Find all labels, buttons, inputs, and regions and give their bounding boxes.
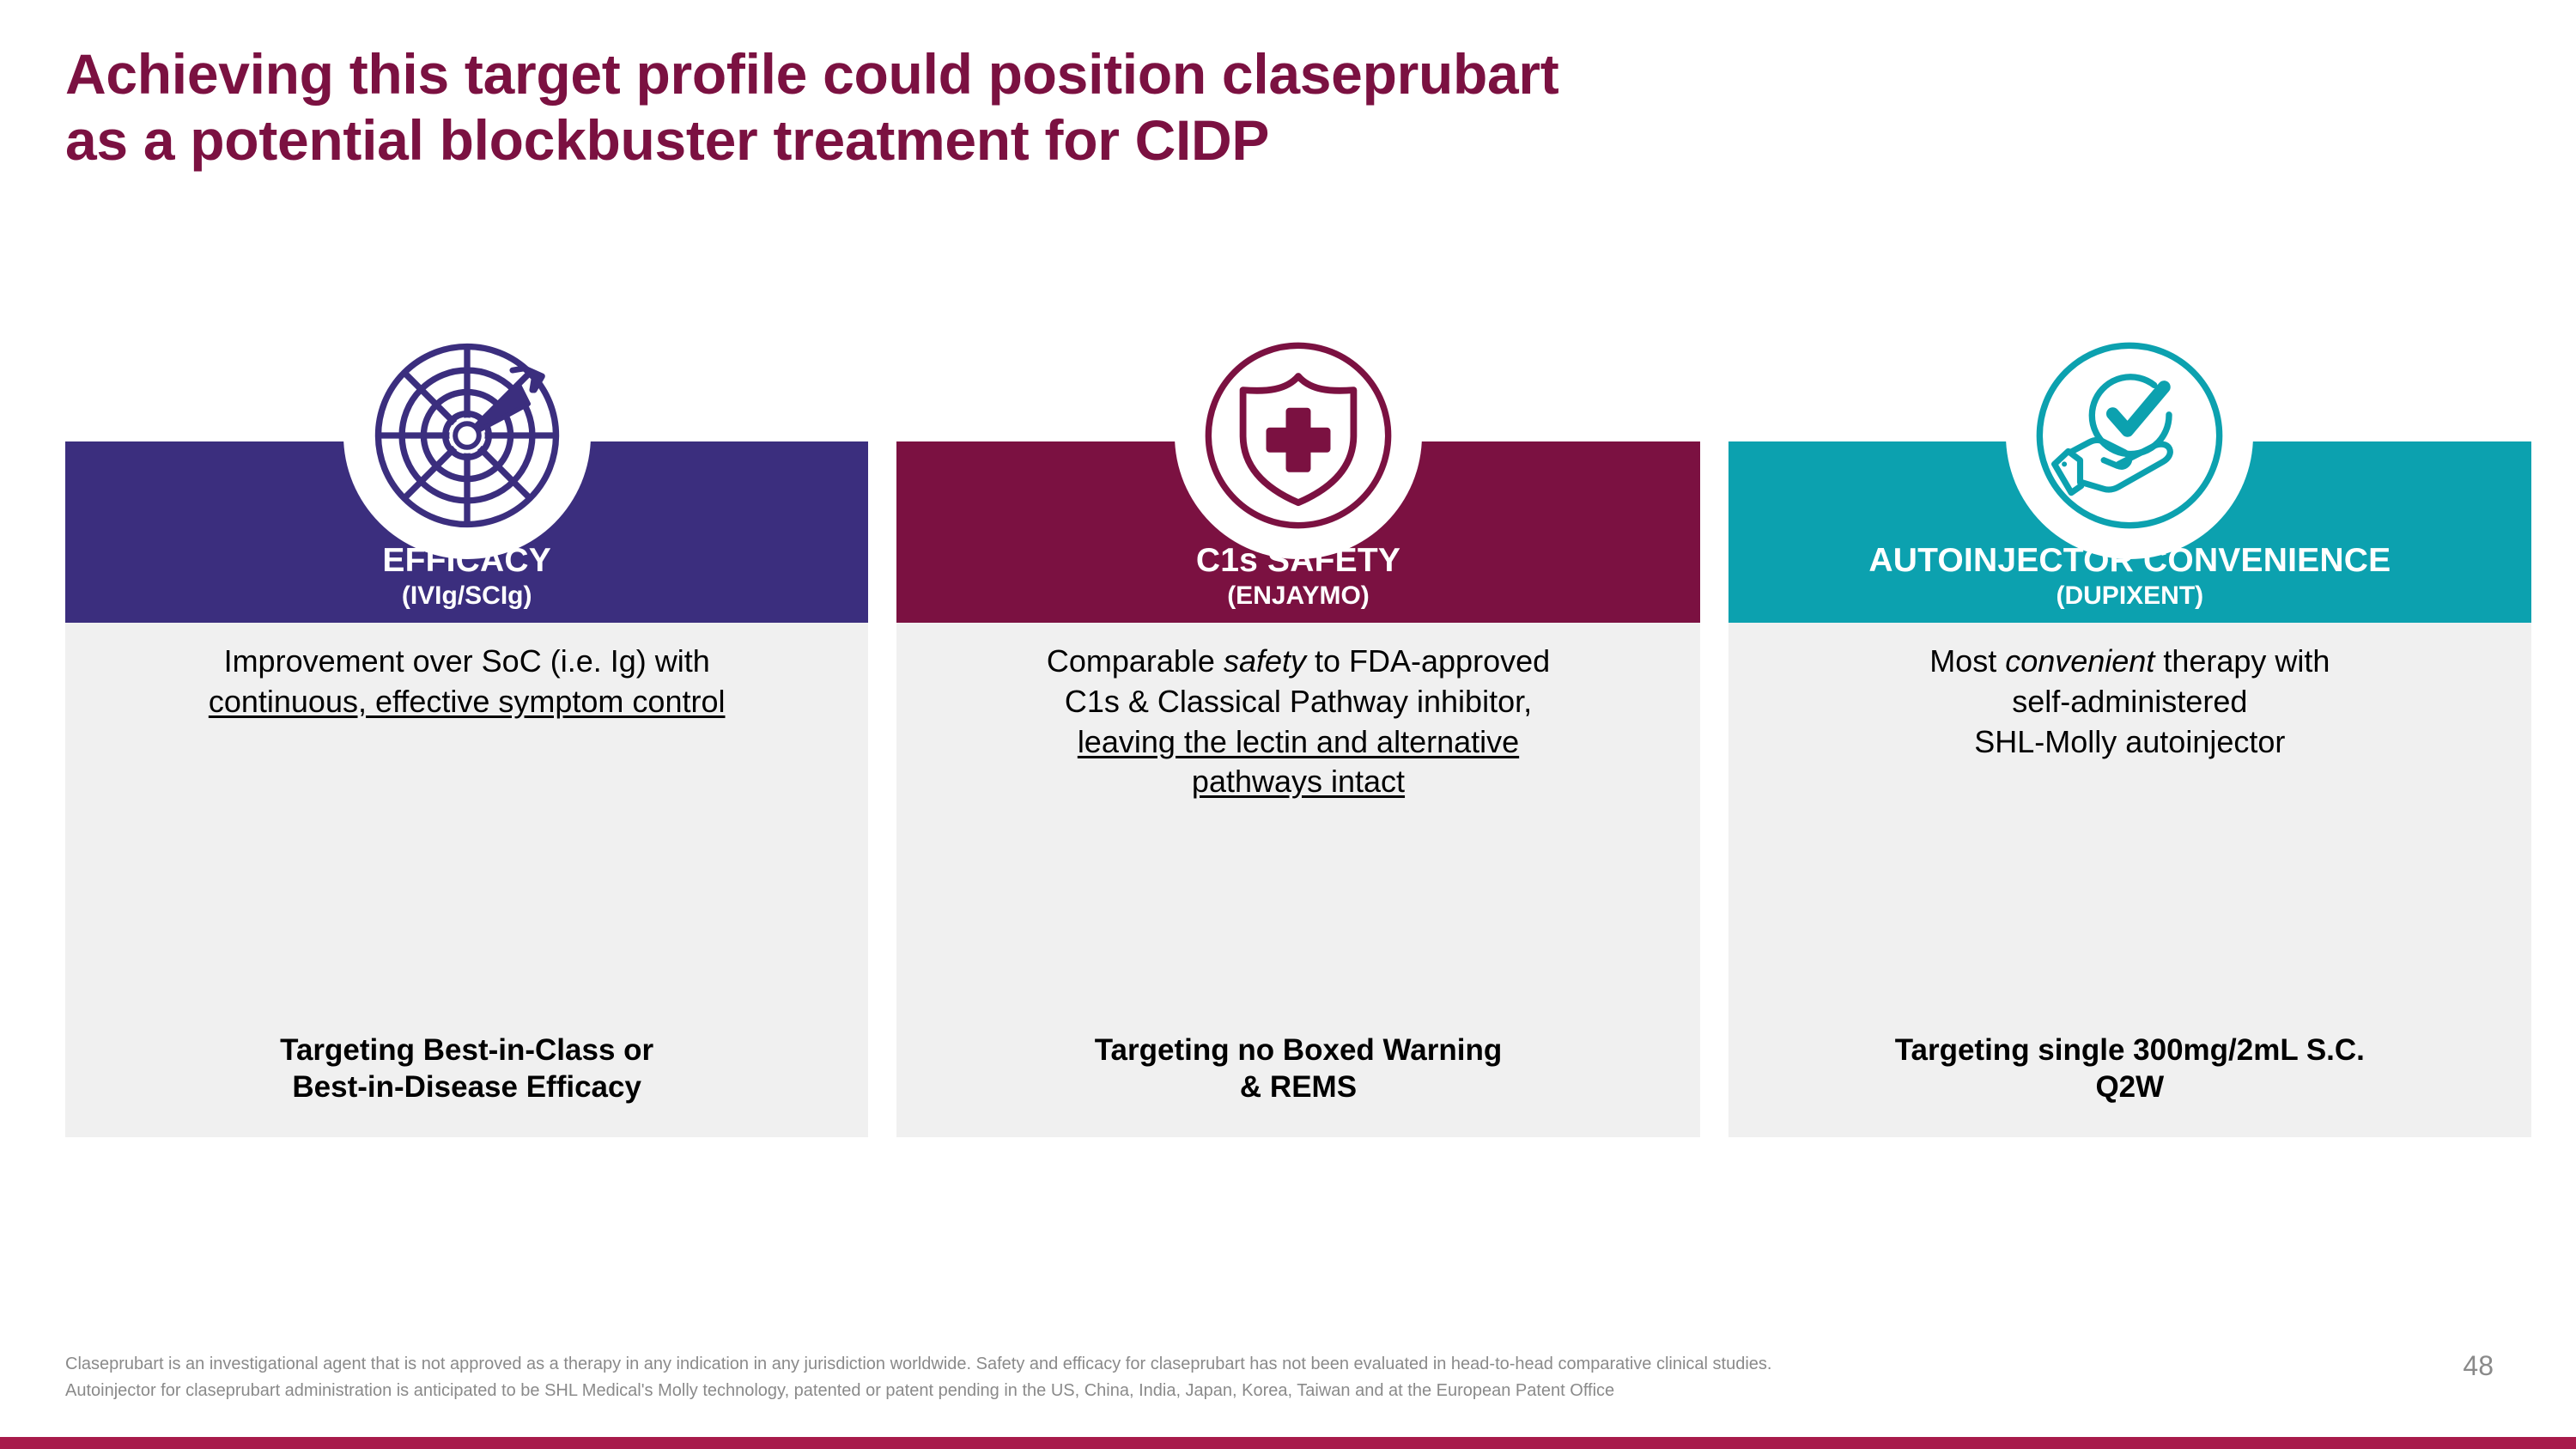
convenience-target-line-2: Q2W xyxy=(2095,1070,2165,1105)
footnotes: Claseprubart is an investigational agent… xyxy=(65,1351,2229,1404)
card-efficacy-subtitle: (IVIg/SCIg) xyxy=(401,581,532,610)
convenience-text-italic: convenient xyxy=(2005,643,2155,679)
shield-cross-icon xyxy=(1174,312,1422,559)
efficacy-target-line-2: Best-in-Disease Efficacy xyxy=(292,1070,641,1105)
safety-text-1: Comparable xyxy=(1046,643,1224,679)
card-convenience: AUTOINJECTOR CONVENIENCE (DUPIXENT) Most… xyxy=(1728,312,2531,1137)
safety-text-2: to FDA-approved xyxy=(1306,643,1551,679)
card-convenience-subtitle: (DUPIXENT) xyxy=(2056,581,2204,610)
convenience-text-4: SHL-Molly autoinjector xyxy=(1974,723,2286,759)
card-convenience-header: AUTOINJECTOR CONVENIENCE (DUPIXENT) xyxy=(1728,312,2531,623)
card-safety: C1s SAFETY (ENJAYMO) Comparable safety t… xyxy=(896,312,1700,1137)
efficacy-target-line-1: Targeting Best-in-Class or xyxy=(280,1032,654,1067)
convenience-text-3: self-administered xyxy=(2012,683,2248,719)
page-title-line-2: as a potential blockbuster treatment for… xyxy=(65,108,1270,173)
safety-target-line-2: & REMS xyxy=(1239,1070,1358,1105)
safety-text-3: C1s & Classical Pathway inhibitor, xyxy=(1064,683,1533,719)
card-safety-subtitle: (ENJAYMO) xyxy=(1227,581,1370,610)
card-convenience-body: Most convenient therapy with self-admini… xyxy=(1728,623,2531,1137)
safety-text-underlined-2: pathways intact xyxy=(1191,764,1406,800)
pillar-cards: EFFICACY (IVIg/SCIg) Improvement over So… xyxy=(65,312,2531,1137)
hand-check-icon xyxy=(2006,312,2254,559)
card-efficacy-header: EFFICACY (IVIg/SCIg) xyxy=(65,312,869,623)
card-safety-description: Comparable safety to FDA-approved C1s & … xyxy=(1047,642,1550,802)
card-safety-header: C1s SAFETY (ENJAYMO) xyxy=(896,312,1700,623)
card-efficacy-target: Targeting Best-in-Class or Best-in-Disea… xyxy=(280,1032,653,1116)
card-efficacy: EFFICACY (IVIg/SCIg) Improvement over So… xyxy=(65,312,869,1137)
footnote-line-2: Autoinjector for claseprubart administra… xyxy=(65,1381,1615,1400)
bottom-accent-bar xyxy=(0,1437,2576,1449)
convenience-target-line-1: Targeting single 300mg/2mL S.C. xyxy=(1894,1032,2365,1067)
card-convenience-description: Most convenient therapy with self-admini… xyxy=(1929,642,2330,762)
efficacy-text-1: Improvement over SoC (i.e. Ig) with xyxy=(223,643,710,679)
efficacy-text-underlined: continuous, effective symptom control xyxy=(208,683,726,719)
footnote-line-1: Claseprubart is an investigational agent… xyxy=(65,1355,1772,1373)
target-arrow-icon xyxy=(343,312,591,559)
card-efficacy-description: Improvement over SoC (i.e. Ig) with cont… xyxy=(209,642,726,722)
page-number: 48 xyxy=(2463,1350,2494,1381)
card-efficacy-body: Improvement over SoC (i.e. Ig) with cont… xyxy=(65,623,869,1137)
card-convenience-target: Targeting single 300mg/2mL S.C. Q2W xyxy=(1895,1032,2365,1116)
safety-text-italic: safety xyxy=(1223,643,1306,679)
convenience-text-1: Most xyxy=(1929,643,2006,679)
safety-target-line-1: Targeting no Boxed Warning xyxy=(1094,1032,1503,1067)
safety-text-underlined-1: leaving the lectin and alternative xyxy=(1077,723,1520,759)
convenience-text-2: therapy with xyxy=(2154,643,2330,679)
card-safety-target: Targeting no Boxed Warning & REMS xyxy=(1095,1032,1502,1116)
page-title: Achieving this target profile could posi… xyxy=(65,41,2470,174)
card-safety-body: Comparable safety to FDA-approved C1s & … xyxy=(896,623,1700,1137)
page-title-line-1: Achieving this target profile could posi… xyxy=(65,42,1559,106)
